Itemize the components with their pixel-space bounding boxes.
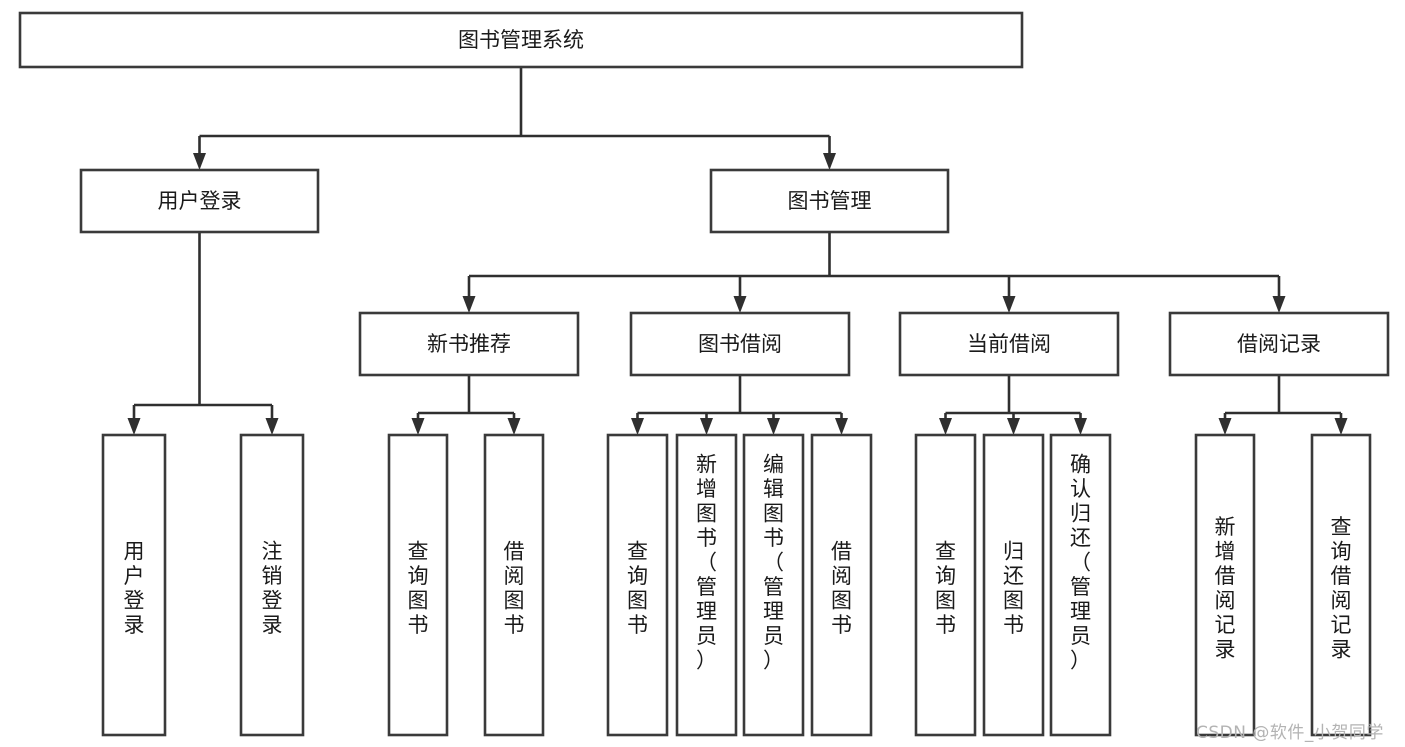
- node-label-leaf-query-book-cur: 查询图书: [935, 539, 956, 637]
- arrow-head-icon: [1272, 296, 1286, 313]
- arrow-head-icon: [1218, 418, 1232, 435]
- node-label-leaf-borrow-book: 借阅图书: [831, 539, 852, 637]
- arrow-head-icon: [507, 418, 521, 435]
- arrow-head-icon: [1074, 418, 1087, 435]
- node-book-borrow[interactable]: 图书借阅: [629, 311, 851, 377]
- node-label-leaf-query-record: 查询借阅记录: [1331, 515, 1352, 662]
- node-current-borrow[interactable]: 当前借阅: [898, 311, 1120, 377]
- node-box-leaf-query-book-rec[interactable]: [387, 433, 449, 737]
- node-box-leaf-query-book-borrow[interactable]: [606, 433, 669, 737]
- arrow-head-icon: [265, 418, 279, 435]
- arrow-head-icon: [462, 296, 476, 313]
- node-box-current-borrow[interactable]: [898, 311, 1120, 377]
- node-box-new-book-rec[interactable]: [358, 311, 580, 377]
- node-label-leaf-confirm-return: 确认归还（管理员）: [1070, 452, 1091, 672]
- node-user-login[interactable]: 用户登录: [79, 168, 320, 234]
- node-leaf-edit-book[interactable]: 编辑图书（管理员）: [742, 433, 805, 737]
- csdn-watermark: CSDN @软件_小贺同学: [1196, 723, 1384, 743]
- node-box-leaf-add-book[interactable]: [675, 433, 738, 737]
- connector-group-book-borrow: [631, 375, 848, 435]
- connector-group-book-manage: [462, 232, 1286, 313]
- connectors-layer: [127, 67, 1348, 435]
- node-leaf-add-book[interactable]: 新增图书（管理员）: [675, 433, 738, 737]
- node-book-manage[interactable]: 图书管理: [709, 168, 950, 234]
- nodes-layer: 图书管理系统用户登录图书管理新书推荐图书借阅当前借阅借阅记录用户登录注销登录查询…: [18, 11, 1390, 737]
- node-box-book-borrow[interactable]: [629, 311, 851, 377]
- node-root[interactable]: 图书管理系统: [18, 11, 1024, 69]
- node-label-user-login: 用户登录: [158, 189, 242, 213]
- node-box-leaf-query-record[interactable]: [1310, 433, 1372, 737]
- arrow-head-icon: [127, 418, 141, 435]
- node-label-current-borrow: 当前借阅: [967, 332, 1051, 356]
- node-leaf-query-record[interactable]: 查询借阅记录: [1310, 433, 1372, 737]
- node-label-new-book-rec: 新书推荐: [427, 332, 511, 356]
- connector-group-borrow-record: [1218, 375, 1348, 435]
- node-leaf-add-record[interactable]: 新增借阅记录: [1194, 433, 1256, 737]
- node-box-borrow-record[interactable]: [1168, 311, 1390, 377]
- arrow-head-icon: [1007, 418, 1020, 435]
- node-label-book-manage: 图书管理: [788, 189, 872, 213]
- node-borrow-record[interactable]: 借阅记录: [1168, 311, 1390, 377]
- node-box-user-login[interactable]: [79, 168, 320, 234]
- node-leaf-borrow-book-rec[interactable]: 借阅图书: [483, 433, 545, 737]
- node-leaf-confirm-return[interactable]: 确认归还（管理员）: [1049, 433, 1112, 737]
- node-label-leaf-user-login: 用户登录: [124, 539, 145, 637]
- node-leaf-query-book-rec[interactable]: 查询图书: [387, 433, 449, 737]
- node-box-root[interactable]: [18, 11, 1024, 69]
- connector-group-new-book-rec: [411, 375, 521, 435]
- node-box-leaf-logout[interactable]: [239, 433, 305, 737]
- arrow-head-icon: [411, 418, 425, 435]
- arrow-head-icon: [767, 418, 780, 435]
- connector-group-user-login: [127, 232, 279, 435]
- node-box-leaf-borrow-book-rec[interactable]: [483, 433, 545, 737]
- arrow-head-icon: [631, 418, 644, 435]
- arrow-head-icon: [700, 418, 713, 435]
- arrow-head-icon: [1334, 418, 1348, 435]
- node-leaf-return-book[interactable]: 归还图书: [982, 433, 1045, 737]
- node-box-leaf-edit-book[interactable]: [742, 433, 805, 737]
- node-label-leaf-logout: 注销登录: [262, 539, 283, 637]
- node-leaf-user-login[interactable]: 用户登录: [101, 433, 167, 737]
- node-label-root: 图书管理系统: [458, 28, 584, 52]
- arrow-head-icon: [1002, 296, 1016, 313]
- node-label-leaf-add-record: 新增借阅记录: [1215, 515, 1236, 662]
- arrow-head-icon: [193, 153, 206, 170]
- arrow-head-icon: [823, 153, 836, 170]
- node-box-leaf-query-book-cur[interactable]: [914, 433, 977, 737]
- connector-group-root: [193, 67, 836, 170]
- node-label-leaf-query-book-borrow: 查询图书: [627, 539, 648, 637]
- node-leaf-logout[interactable]: 注销登录: [239, 433, 305, 737]
- node-label-leaf-query-book-rec: 查询图书: [408, 539, 429, 637]
- arrow-head-icon: [835, 418, 848, 435]
- node-leaf-query-book-cur[interactable]: 查询图书: [914, 433, 977, 737]
- connector-group-current-borrow: [939, 375, 1087, 435]
- node-label-leaf-borrow-book-rec: 借阅图书: [504, 539, 525, 637]
- node-box-leaf-user-login[interactable]: [101, 433, 167, 737]
- node-label-leaf-edit-book: 编辑图书（管理员）: [763, 452, 784, 672]
- arrow-head-icon: [733, 296, 747, 313]
- node-leaf-borrow-book[interactable]: 借阅图书: [810, 433, 873, 737]
- arrow-head-icon: [939, 418, 952, 435]
- node-box-book-manage[interactable]: [709, 168, 950, 234]
- node-box-leaf-add-record[interactable]: [1194, 433, 1256, 737]
- node-box-leaf-confirm-return[interactable]: [1049, 433, 1112, 737]
- node-new-book-rec[interactable]: 新书推荐: [358, 311, 580, 377]
- node-leaf-query-book-borrow[interactable]: 查询图书: [606, 433, 669, 737]
- node-label-leaf-return-book: 归还图书: [1003, 539, 1024, 637]
- node-label-borrow-record: 借阅记录: [1237, 332, 1321, 356]
- node-label-leaf-add-book: 新增图书（管理员）: [696, 452, 717, 672]
- node-box-leaf-return-book[interactable]: [982, 433, 1045, 737]
- node-label-book-borrow: 图书借阅: [698, 332, 782, 356]
- node-box-leaf-borrow-book[interactable]: [810, 433, 873, 737]
